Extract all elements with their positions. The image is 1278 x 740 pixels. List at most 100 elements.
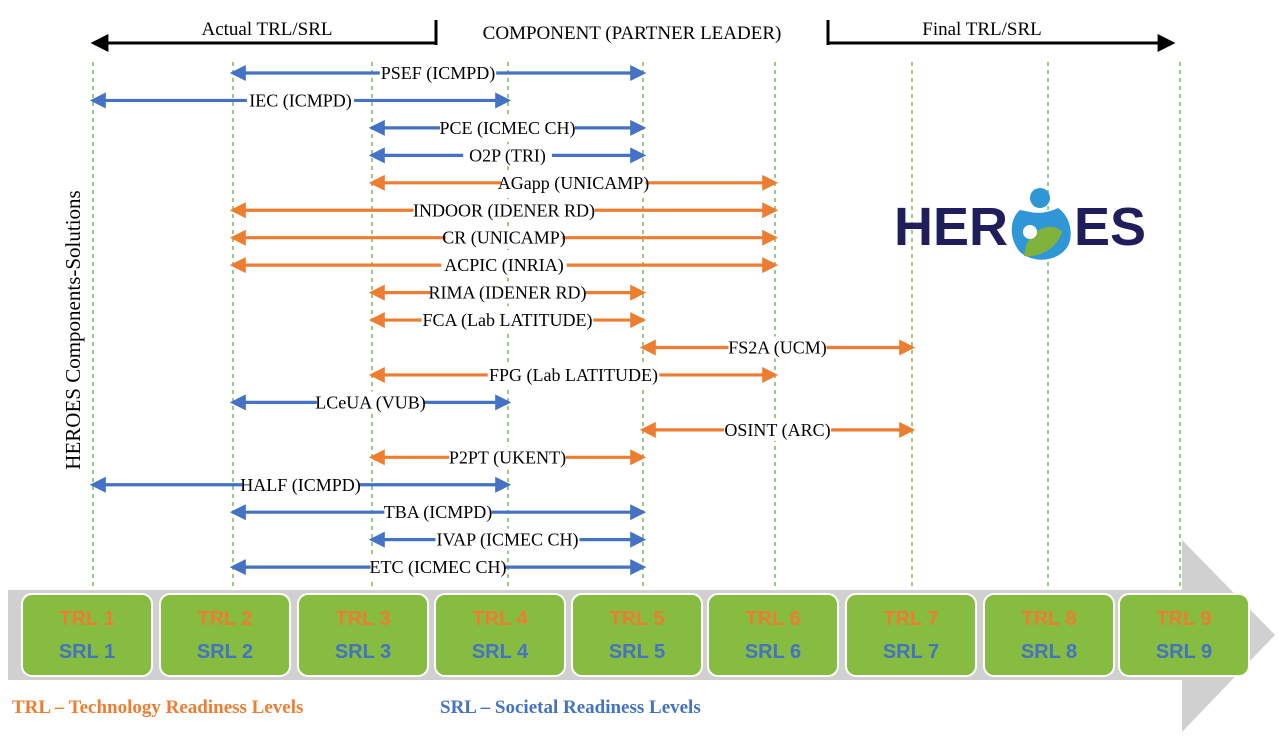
trl-level-label: TRL 2 [197,608,252,630]
component-row: FS2A (UCM) [639,336,916,359]
level-box-1: TRL 1 SRL 1 [21,593,153,677]
header-arrows [90,20,1176,52]
trl-level-label: TRL 1 [59,608,114,630]
trl-legend: TRL – Technology Readiness Levels [12,697,304,718]
srl-level-label: SRL 2 [197,641,253,663]
level-box-3: TRL 3 SRL 3 [297,593,429,677]
component-label-bg [379,62,497,84]
srl-level-label: SRL 4 [472,641,529,663]
logo-text-her: HER [894,197,1008,257]
component-label-bg [440,116,575,139]
component-row: PSEF (ICMPD) [229,62,647,84]
srl-level-label: SRL 1 [59,641,115,663]
srl-level-label: SRL 6 [745,641,801,663]
component-label-bg [449,446,566,469]
component-row: HALF (ICMPD) [89,473,512,496]
component-row: AGapp (UNICAMP) [368,171,779,194]
level-box-bg [845,593,977,677]
level-box-bg [434,593,566,677]
component-label-bg [435,528,580,551]
component-label: IVAP (ICMEC CH) [436,530,578,551]
component-label-bg [421,309,594,332]
logo-figure-icon [1011,188,1071,260]
component-label: IEC (ICMPD) [249,90,352,111]
srl-level-label: SRL 9 [1156,641,1212,663]
component-label-bg [501,171,646,194]
level-box-bg [571,593,703,677]
component-label: PSEF (ICMPD) [381,63,496,84]
component-row: PCE (ICMEC CH) [368,116,647,139]
level-box-bg [1118,593,1250,677]
component-label: ETC (ICMEC CH) [370,557,507,578]
component-label: PCE (ICMEC CH) [439,118,575,139]
component-row: INDOOR (IDENER RD) [229,199,779,222]
component-arrows: PSEF (ICMPD) IEC (ICMPD) PCE (ICMEC CH) O2P… [89,62,916,579]
trl-level-label: TRL 7 [883,608,938,630]
component-row: FCA (Lab LATITUDE) [368,309,647,332]
component-label-bg [441,254,567,277]
level-box-6: TRL 6 SRL 6 [707,593,839,677]
trl-level-label: TRL 3 [335,608,390,630]
level-box-7: TRL 7 SRL 7 [845,593,977,677]
component-row: LCeUA (VUB) [229,391,512,414]
component-partner-leader-label: COMPONENT (PARTNER LEADER) [483,23,782,44]
srl-level-label: SRL 3 [335,641,391,663]
level-box-bg [21,593,153,677]
actual-trl-srl-label: Actual TRL/SRL [201,19,332,40]
srl-legend: SRL – Societal Readiness Levels [440,697,701,718]
component-row: IEC (ICMPD) [89,89,512,112]
component-label: CR (UNICAMP) [442,228,566,249]
trl-level-label: TRL 4 [472,608,528,630]
component-label: HALF (ICMPD) [240,475,361,496]
component-label: OSINT (ARC) [724,420,830,441]
component-row: ACPIC (INRIA) [229,254,779,277]
component-label-bg [242,473,359,496]
component-label-bg [384,501,492,524]
srl-level-label: SRL 5 [609,641,665,663]
component-label: ACPIC (INRIA) [444,255,564,276]
component-row: RIMA (IDENER RD) [368,281,647,304]
component-row: P2PT (UKENT) [368,446,647,469]
component-label-bg [246,89,355,112]
level-box-bg [983,593,1115,677]
component-row: OSINT (ARC) [639,418,916,441]
trl-level-label: TRL 5 [609,608,664,630]
component-label-bg [413,199,595,222]
component-row: IVAP (ICMEC CH) [368,528,647,551]
component-row: O2P (TRI) [368,144,647,167]
component-label-bg [723,418,832,441]
component-label: AGapp (UNICAMP) [498,173,650,194]
component-label: FPG (Lab LATITUDE) [489,365,658,386]
component-label: LCeUA (VUB) [315,392,426,413]
level-box-5: TRL 5 SRL 5 [571,593,703,677]
component-label: TBA (ICMPD) [384,502,493,523]
component-label: P2PT (UKENT) [449,447,566,468]
component-label: INDOOR (IDENER RD) [413,200,595,221]
component-label: FCA (Lab LATITUDE) [423,310,593,331]
component-row: CR (UNICAMP) [229,226,779,249]
srl-level-label: SRL 8 [1021,641,1077,663]
level-box-bg [159,593,291,677]
component-label: FS2A (UCM) [728,338,827,359]
level-box-2: TRL 2 SRL 2 [159,593,291,677]
component-label-bg [430,281,585,304]
component-row: ETC (ICMEC CH) [229,556,647,579]
components-solutions-side-title: HEROES Components-Solutions [61,190,85,469]
heroes-logo: HER ES [894,188,1146,260]
component-label-bg [370,556,506,579]
component-row: FPG (Lab LATITUDE) [368,363,779,386]
readiness-level-boxes: TRL 1 SRL 1 TRL 2 SRL 2 TRL 3 SRL 3 TRL 4 SRL 4… [21,593,1250,677]
component-label-bg [316,391,425,414]
trl-level-label: TRL 9 [1156,608,1211,630]
trl-level-label: TRL 8 [1021,608,1076,630]
component-label: O2P (TRI) [469,145,546,166]
srl-level-label: SRL 7 [883,641,939,663]
trl-level-label: TRL 6 [745,608,800,630]
component-label-bg [728,336,827,359]
final-trl-srl-label: Final TRL/SRL [922,19,1041,40]
component-label-bg [445,226,563,249]
level-box-bg [707,593,839,677]
level-box-bg [297,593,429,677]
